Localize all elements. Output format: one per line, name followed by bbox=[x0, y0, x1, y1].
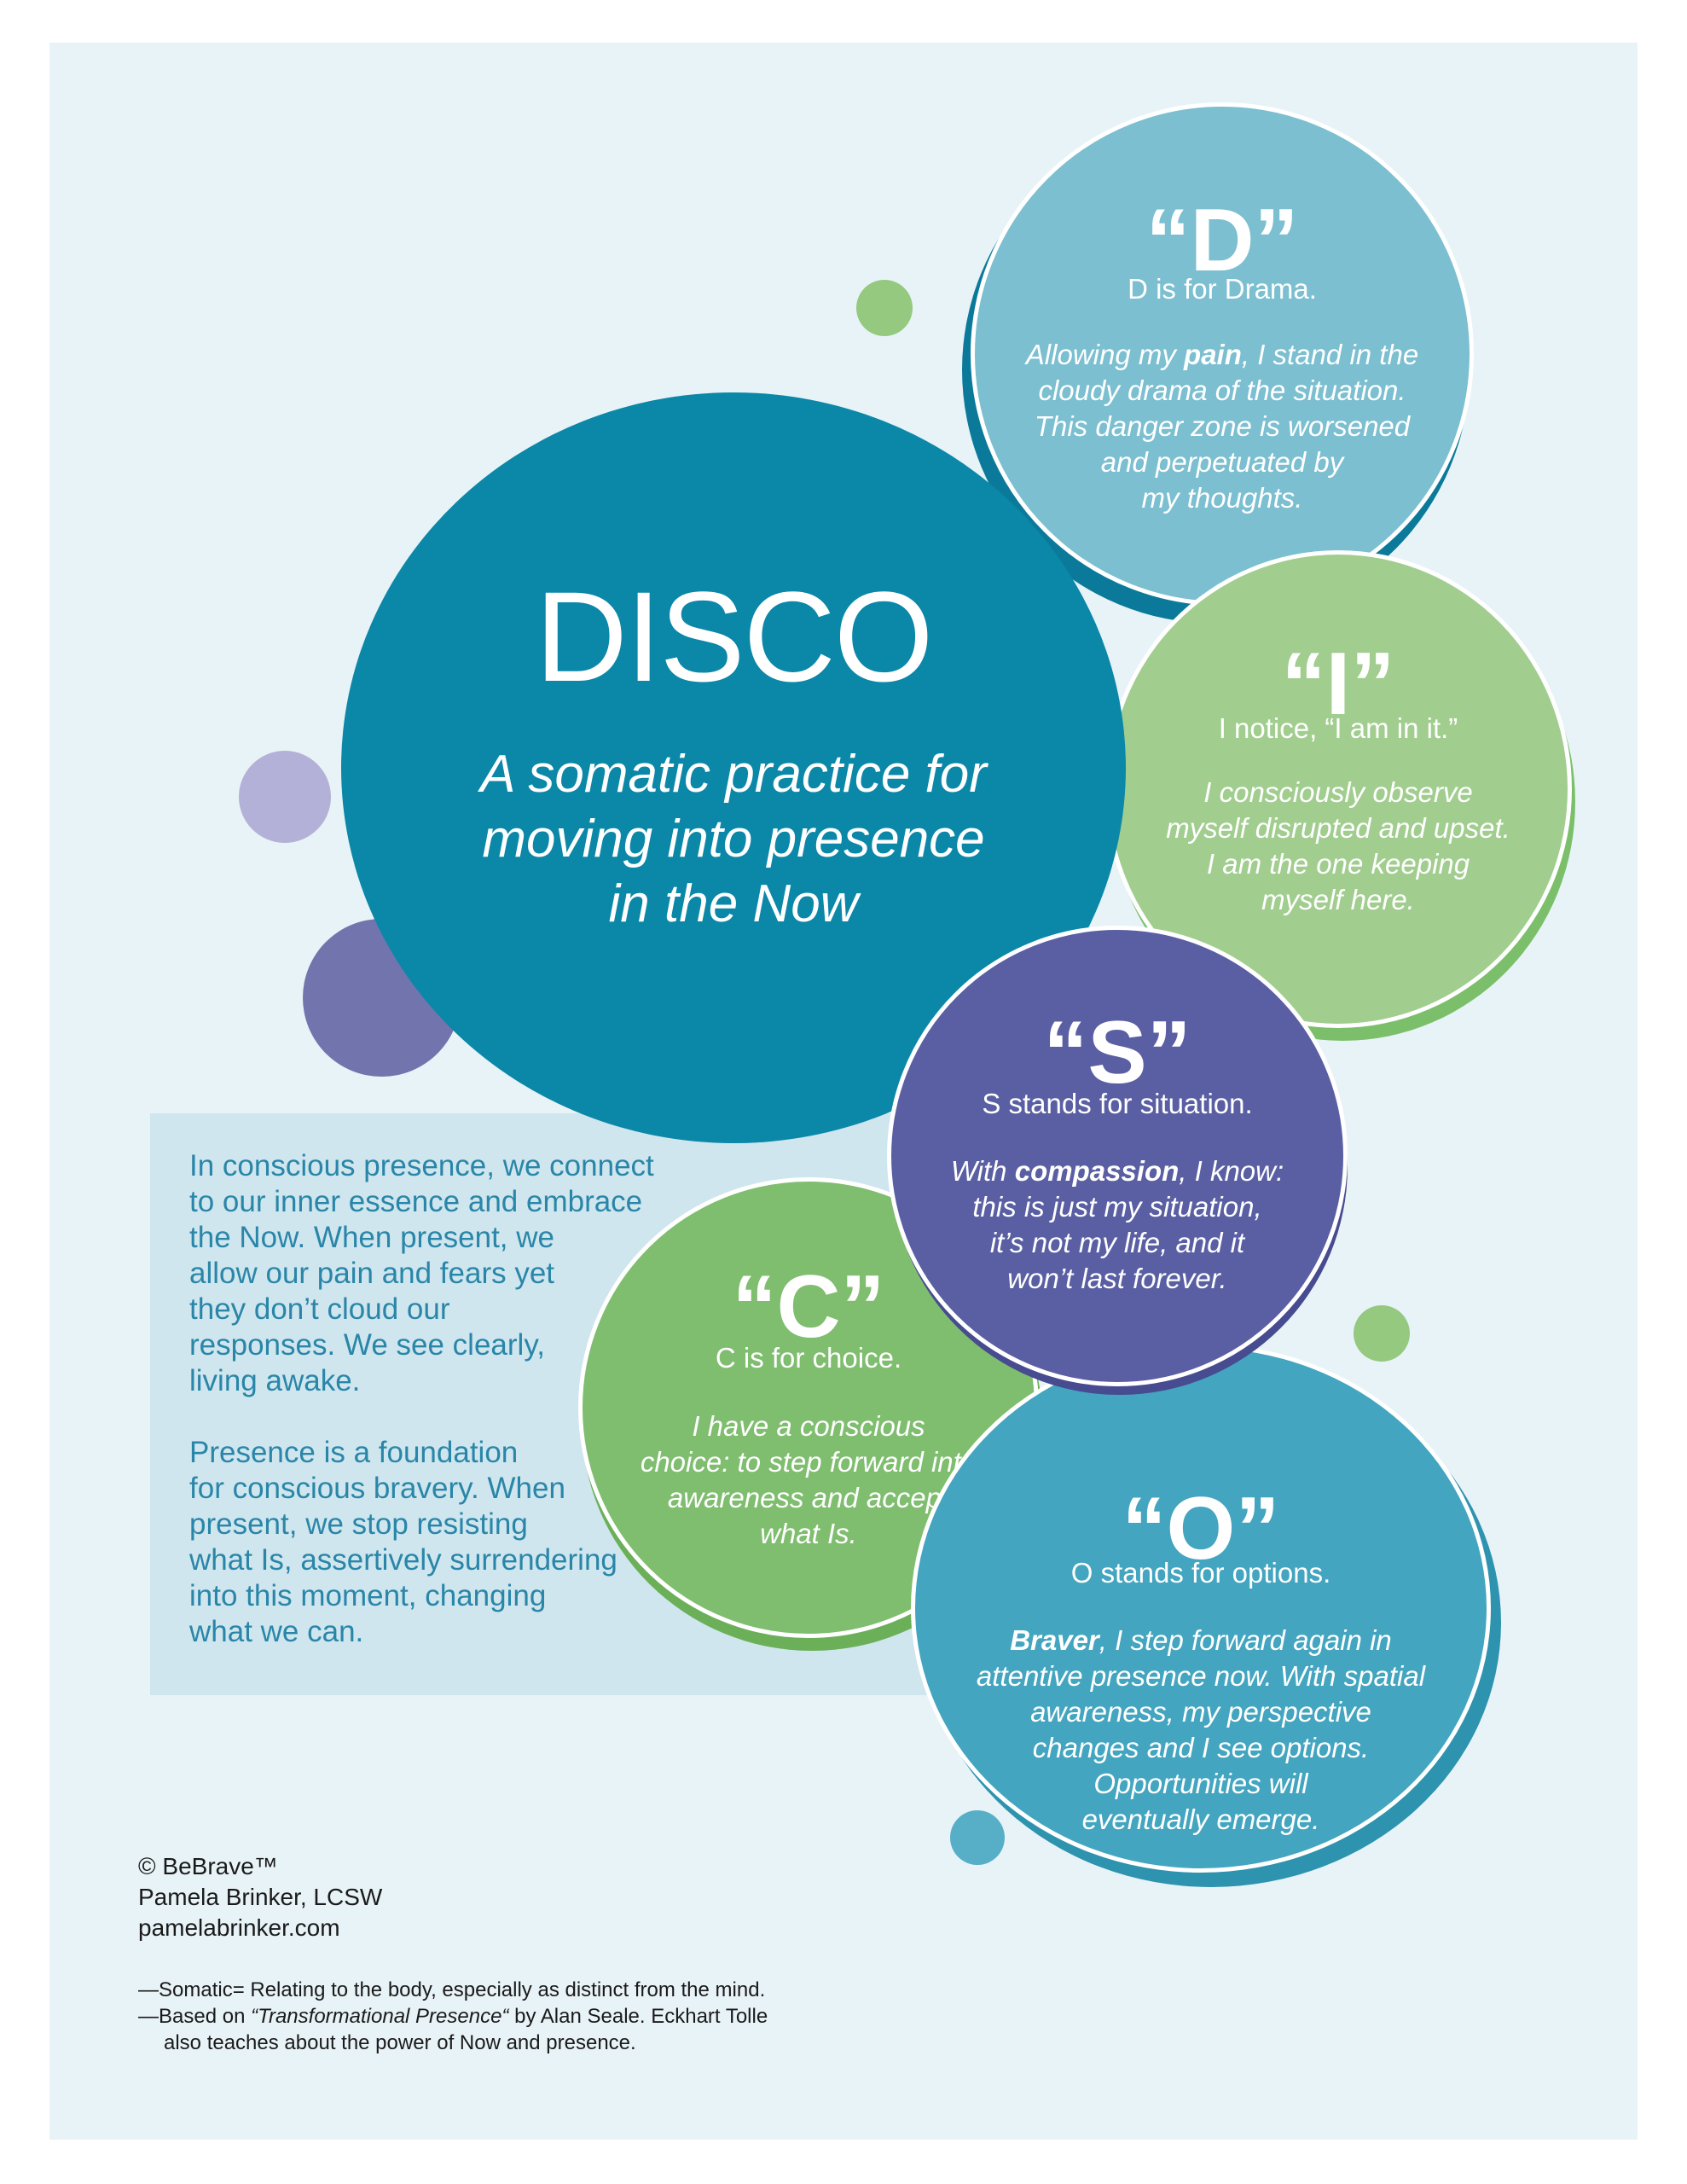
footnotes: —Somatic= Relating to the body, especial… bbox=[138, 1977, 768, 2056]
presence-paragraph-1: In conscious presence, we connect to our… bbox=[189, 1149, 654, 1397]
s-body: With compassion, I know: this is just my… bbox=[950, 1155, 1284, 1294]
presence-description: In conscious presence, we connect to our… bbox=[189, 1148, 667, 1686]
c-letter: “C” bbox=[732, 1258, 885, 1356]
d-body: Allowing my pain, I stand in the cloudy … bbox=[1025, 339, 1419, 514]
lavender-dot bbox=[239, 751, 331, 843]
i-circle: “I” I notice, “I am in it.” I consciousl… bbox=[1104, 550, 1572, 1028]
s-circle: “S” S stands for situation. With compass… bbox=[887, 926, 1348, 1386]
o-letter: “O” bbox=[1122, 1479, 1280, 1578]
disco-title: DISCO bbox=[535, 565, 933, 708]
green-dot-top bbox=[856, 280, 913, 336]
green-dot-right bbox=[1354, 1305, 1410, 1362]
copyright: © BeBrave™ bbox=[138, 1853, 278, 1879]
footnote-source-cont: also teaches about the power of Now and … bbox=[164, 2031, 636, 2054]
o-circle: “O” O stands for options. Braver, I step… bbox=[911, 1344, 1491, 1873]
d-heading: D is for Drama. bbox=[1128, 273, 1317, 305]
i-letter: “I” bbox=[1281, 635, 1395, 734]
footnote-source: —Based on “Transformational Presence“ by… bbox=[138, 2005, 768, 2028]
credits: © BeBrave™ Pamela Brinker, LCSW pamelabr… bbox=[138, 1851, 382, 1943]
c-body: I have a conscious choice: to step forwa… bbox=[640, 1410, 977, 1549]
o-heading: O stands for options. bbox=[1070, 1557, 1331, 1589]
author-website: pamelabrinker.com bbox=[138, 1914, 340, 1941]
i-heading: I notice, “I am in it.” bbox=[1218, 712, 1458, 744]
footnote-somatic: —Somatic= Relating to the body, especial… bbox=[138, 1978, 766, 2001]
s-heading: S stands for situation. bbox=[982, 1088, 1253, 1119]
c-heading: C is for choice. bbox=[715, 1342, 902, 1374]
s-letter: “S” bbox=[1043, 1003, 1191, 1102]
presence-paragraph-2: Presence is a foundation for conscious b… bbox=[189, 1436, 617, 1648]
d-letter: “D” bbox=[1145, 191, 1299, 290]
author-name: Pamela Brinker, LCSW bbox=[138, 1884, 383, 1910]
o-body: Braver, I step forward again in attentiv… bbox=[976, 1624, 1426, 1835]
i-body: I consciously observe myself disrupted a… bbox=[1166, 776, 1510, 915]
d-circle: “D” D is for Drama. Allowing my pain, I … bbox=[971, 102, 1474, 606]
disco-subtitle: A somatic practice for moving into prese… bbox=[480, 745, 987, 933]
teal-dot-bottom bbox=[950, 1810, 1005, 1865]
